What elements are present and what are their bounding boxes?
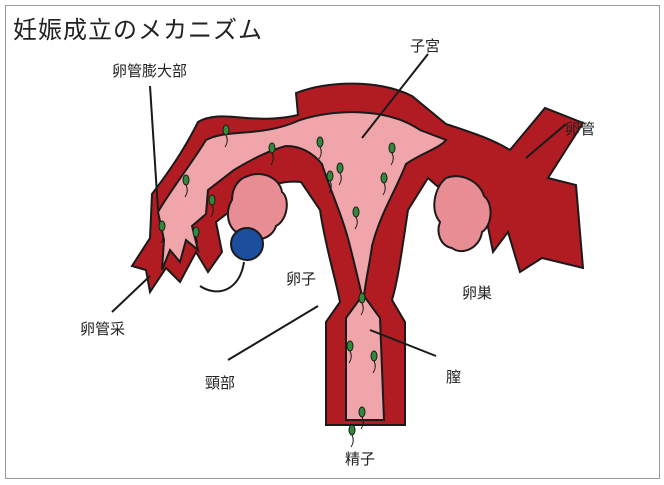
sperm-cell bbox=[209, 195, 215, 205]
sperm-cell bbox=[269, 143, 275, 153]
sperm-cell bbox=[183, 175, 189, 185]
sperm-cell bbox=[317, 137, 323, 147]
sperm-cell bbox=[223, 125, 229, 135]
sperm-cell bbox=[337, 163, 343, 173]
sperm-cell bbox=[359, 293, 365, 303]
sperm-cell bbox=[347, 341, 353, 351]
sperm-cell bbox=[327, 171, 333, 181]
sperm-cell bbox=[349, 425, 355, 435]
label-egg: 卵子 bbox=[286, 268, 316, 289]
label-sperm: 精子 bbox=[345, 448, 375, 469]
sperm-cell bbox=[359, 407, 365, 417]
label-vagina: 膣 bbox=[446, 366, 461, 387]
label-fimbriae: 卵管采 bbox=[80, 318, 125, 339]
sperm-cell bbox=[353, 207, 359, 217]
label-ampulla: 卵管膨大部 bbox=[112, 60, 187, 81]
sperm-cell bbox=[159, 221, 165, 231]
sperm-tail bbox=[351, 435, 353, 447]
left-ovary bbox=[228, 174, 287, 240]
sperm-cell bbox=[381, 173, 387, 183]
sperm-cell bbox=[371, 351, 377, 361]
label-uterus: 子宮 bbox=[410, 35, 440, 56]
egg bbox=[231, 228, 263, 260]
label-ovary: 卵巣 bbox=[462, 282, 492, 303]
sperm-cell bbox=[193, 227, 199, 237]
sperm-cell bbox=[389, 143, 395, 153]
label-cervix: 頸部 bbox=[205, 372, 235, 393]
label-fallopian-tube: 卵管 bbox=[565, 118, 595, 139]
